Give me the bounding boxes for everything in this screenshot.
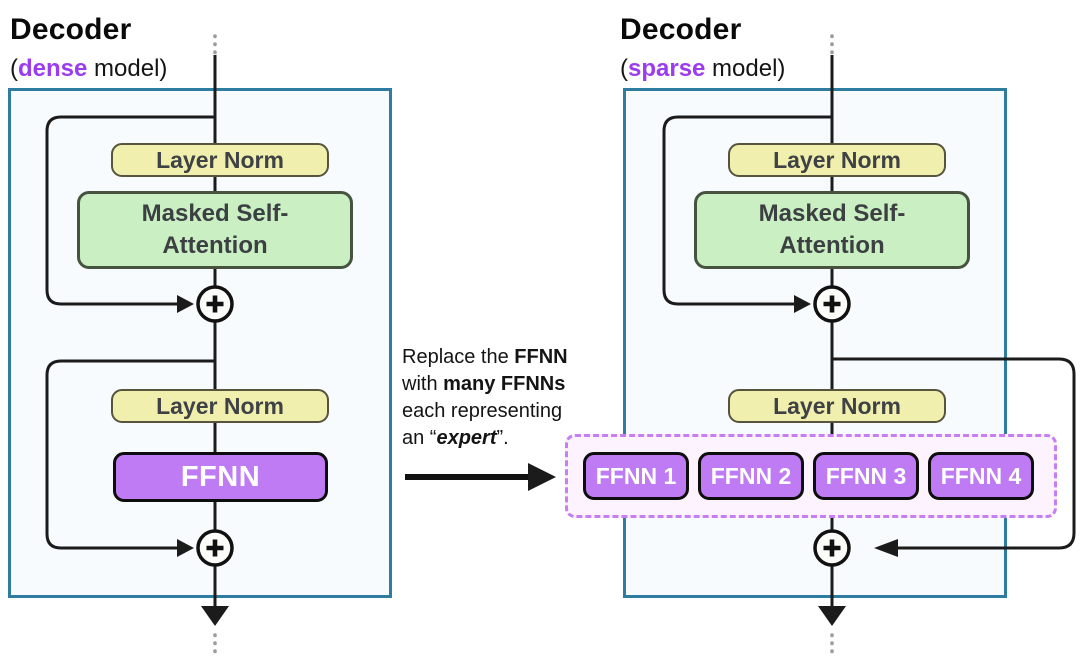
- replace-arrow-icon: [405, 463, 556, 491]
- replace-annotation: Replace the FFNN with many FFNNs each re…: [402, 344, 582, 452]
- dense-layer-norm-1-block: Layer Norm: [111, 143, 329, 177]
- expert-ffnn-3-block: FFNN 3: [813, 452, 919, 500]
- expert-ffnn-2-label: FFNN 2: [710, 462, 792, 489]
- sparse-masked-self-attention-block: Masked Self- Attention: [694, 191, 970, 269]
- annotation-line2-pre: with: [402, 373, 444, 395]
- sparse-attention-label-line1: Masked Self-: [758, 200, 906, 227]
- annotation-line-4: an “expert”.: [402, 425, 582, 452]
- annotation-line4-emph: expert: [436, 427, 497, 449]
- sparse-layer-norm-2-label: Layer Norm: [773, 392, 901, 419]
- annotation-line1-pre: Replace the: [402, 346, 515, 368]
- dense-layer-norm-1-label: Layer Norm: [156, 146, 284, 173]
- sparse-attention-label-line2: Attention: [779, 232, 885, 259]
- expert-ffnn-1-block: FFNN 1: [583, 452, 689, 500]
- expert-ffnn-3-label: FFNN 3: [825, 462, 907, 489]
- dense-subtitle-emph: dense: [18, 55, 88, 82]
- dense-decoder-subtitle: (dense model): [10, 55, 167, 83]
- annotation-line3-text: each representing: [402, 400, 563, 422]
- annotation-line1-bold: FFNN: [514, 346, 568, 368]
- sparse-layer-norm-2-block: Layer Norm: [728, 389, 946, 423]
- dense-ffnn-block: FFNN: [113, 452, 328, 502]
- annotation-line-1: Replace the FFNN: [402, 344, 582, 371]
- sparse-output-arrow: [818, 606, 846, 661]
- expert-ffnn-1-label: FFNN 1: [595, 462, 677, 489]
- sparse-subtitle-rest: model): [705, 55, 786, 82]
- sparse-decoder-subtitle: (sparse model): [620, 55, 785, 83]
- sparse-layer-norm-1-block: Layer Norm: [728, 143, 946, 177]
- dense-layer-norm-2-label: Layer Norm: [156, 392, 284, 419]
- annotation-line4-pre: an “: [402, 427, 437, 449]
- dense-subtitle-rest: model): [87, 55, 168, 82]
- dense-subtitle-open: (: [10, 55, 18, 82]
- expert-ffnn-2-block: FFNN 2: [698, 452, 804, 500]
- experts-container: FFNN 1 FFNN 2 FFNN 3 FFNN 4: [565, 434, 1057, 518]
- annotation-line-2: with many FFNNs: [402, 371, 582, 398]
- dense-attention-label-line1: Masked Self-: [141, 200, 289, 227]
- dense-masked-self-attention-block: Masked Self- Attention: [77, 191, 353, 269]
- dense-output-arrow: [201, 606, 229, 661]
- sparse-layer-norm-1-label: Layer Norm: [773, 146, 901, 173]
- expert-ffnn-4-label: FFNN 4: [940, 462, 1022, 489]
- annotation-line2-bold: many FFNNs: [443, 373, 566, 395]
- dense-decoder-title: Decoder: [10, 13, 132, 46]
- annotation-line-3: each representing: [402, 398, 582, 425]
- dense-layer-norm-2-block: Layer Norm: [111, 389, 329, 423]
- dense-ffnn-label: FFNN: [180, 460, 261, 493]
- expert-ffnn-4-block: FFNN 4: [928, 452, 1034, 500]
- sparse-decoder-title: Decoder: [620, 13, 742, 46]
- annotation-line4-post: ”.: [496, 427, 509, 449]
- dense-attention-label-line2: Attention: [162, 232, 268, 259]
- sparse-subtitle-open: (: [620, 55, 628, 82]
- sparse-subtitle-emph: sparse: [628, 55, 706, 82]
